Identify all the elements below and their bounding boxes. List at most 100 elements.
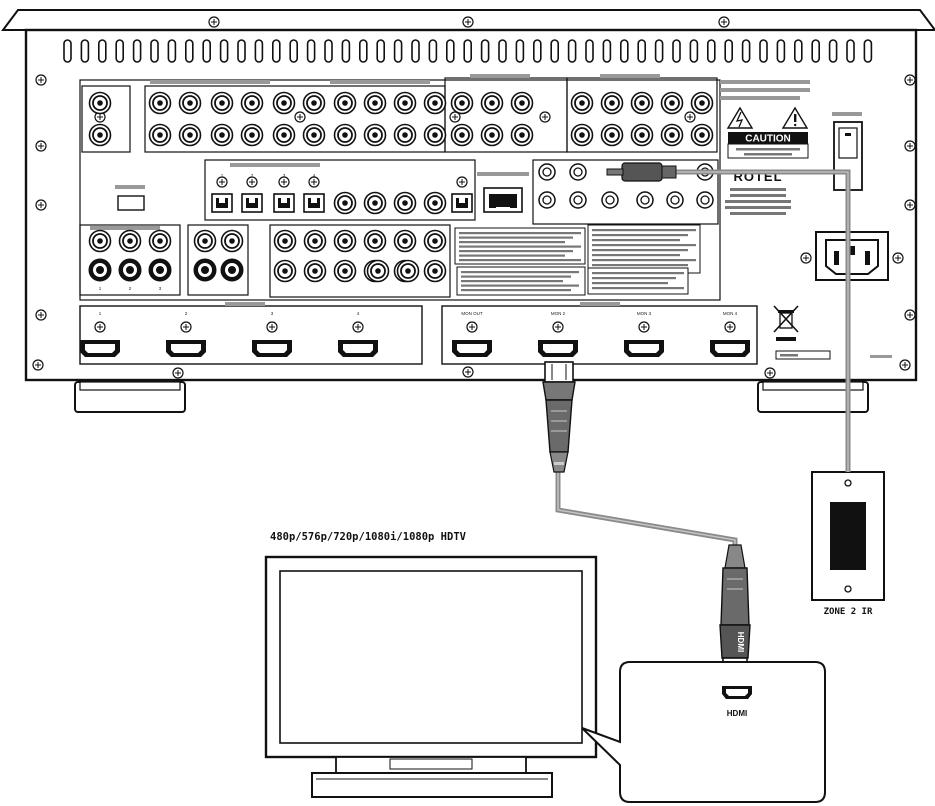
- zone2-ir-wall-plate: [811, 471, 885, 601]
- rca-jack: [423, 123, 447, 147]
- rca-jack: [148, 229, 172, 253]
- hdmi-callout-label: HDMI: [727, 709, 747, 718]
- rca-jack: [423, 229, 447, 253]
- rca-jack: [220, 229, 244, 253]
- optical-input: [211, 193, 233, 213]
- ir-receiver-window: [830, 502, 866, 570]
- rca-jack: [570, 123, 594, 147]
- caution-label: CAUTION: [745, 134, 791, 145]
- hdmi-port: [80, 340, 120, 357]
- rca-jack: [303, 229, 327, 253]
- rca-jack: [118, 229, 142, 253]
- rca-jack: [303, 259, 327, 283]
- optical-input: [273, 193, 295, 213]
- rca-jack: [600, 91, 624, 115]
- optical-input-number: 1: [221, 173, 224, 178]
- optical-input: [241, 193, 263, 213]
- coaxial-input-number: 2: [129, 286, 132, 291]
- rca-jack: [333, 191, 357, 215]
- rca-jack: [366, 259, 390, 283]
- rca-jack: [88, 123, 112, 147]
- rca-jack: [148, 123, 172, 147]
- rca-jack: [210, 123, 234, 147]
- hdmi-port-label: 1: [99, 311, 102, 316]
- rca-jack: [393, 191, 417, 215]
- rca-jack: [450, 91, 474, 115]
- optical-input-number: 2: [251, 173, 254, 178]
- rca-jack: [396, 259, 420, 283]
- rca-jack: [333, 259, 357, 283]
- tv-resolution-label: 480p/576p/720p/1080i/1080p HDTV: [270, 531, 467, 543]
- rca-jack: [210, 91, 234, 115]
- hdtv: [264, 555, 598, 798]
- rca-jack: [423, 91, 447, 115]
- rca-jack: [480, 91, 504, 115]
- rca-jack: [423, 191, 447, 215]
- hdmi-plug-tv-end: HDMI: [719, 544, 751, 681]
- rca-jack: [393, 229, 417, 253]
- usb-port: [117, 195, 145, 211]
- rca-jack: [333, 123, 357, 147]
- rca-jack: [660, 123, 684, 147]
- rca-jack: [240, 91, 264, 115]
- rca-jack: [450, 123, 474, 147]
- rca-jack: [240, 123, 264, 147]
- rca-jack: [193, 229, 217, 253]
- rca-jack: [393, 91, 417, 115]
- optical-input: [303, 193, 325, 213]
- weee-bin-icon: [773, 305, 799, 341]
- hdmi-port-callout: HDMI: [581, 661, 826, 803]
- hdmi-port-label: MON 4: [723, 311, 738, 316]
- rca-jack: [333, 229, 357, 253]
- hdmi-cable: HDMI: [542, 361, 751, 681]
- rca-jack: [570, 91, 594, 115]
- rca-jack: [660, 91, 684, 115]
- rca-jack: [630, 123, 654, 147]
- ir-cable: [606, 162, 851, 472]
- rca-jack: [630, 91, 654, 115]
- hdmi-port-icon: [722, 686, 752, 699]
- ventilation-slots: [63, 39, 873, 63]
- caution-triangle-icon: [781, 106, 809, 129]
- coaxial-input-number: 3: [159, 286, 162, 291]
- coaxial-input-numbers: 1 2 3: [99, 286, 162, 291]
- ac-inlet-icon: [800, 231, 904, 281]
- hdmi-port-label: 3: [271, 311, 274, 316]
- rca-jack: [510, 123, 534, 147]
- hdmi-port: [166, 340, 206, 357]
- rca-jack: [178, 91, 202, 115]
- rca-jack: [363, 191, 387, 215]
- hdmi-port: [710, 340, 750, 357]
- zone2-ir-label: ZONE 2 IR: [824, 607, 873, 617]
- rca-jack: [363, 91, 387, 115]
- rca-jack: [333, 91, 357, 115]
- coaxial-inputs: [88, 258, 244, 282]
- coaxial-input-number: 1: [99, 286, 102, 291]
- hdmi-plug-receiver-end: [542, 361, 576, 473]
- hdmi-port-label: MON OUT: [461, 311, 482, 316]
- rca-jack: [302, 91, 326, 115]
- hdmi-port-label: 2: [185, 311, 188, 316]
- rca-jack: [272, 91, 296, 115]
- hdmi-plug-text: HDMI: [736, 632, 745, 652]
- rca-jack: [148, 91, 172, 115]
- rca-jack: [363, 229, 387, 253]
- rca-jack: [690, 91, 714, 115]
- rca-jack: [272, 123, 296, 147]
- hdmi-port: [452, 340, 492, 357]
- hdmi-port: [624, 340, 664, 357]
- rca-jack: [393, 123, 417, 147]
- rca-jack: [363, 123, 387, 147]
- rca-jack: [480, 123, 504, 147]
- rca-jack: [510, 91, 534, 115]
- hdmi-port: [252, 340, 292, 357]
- hdmi-port: [338, 340, 378, 357]
- rca-jack: [88, 229, 112, 253]
- rca-jack: [178, 123, 202, 147]
- rca-jack: [302, 123, 326, 147]
- trigger-ir-jacks: [538, 163, 714, 209]
